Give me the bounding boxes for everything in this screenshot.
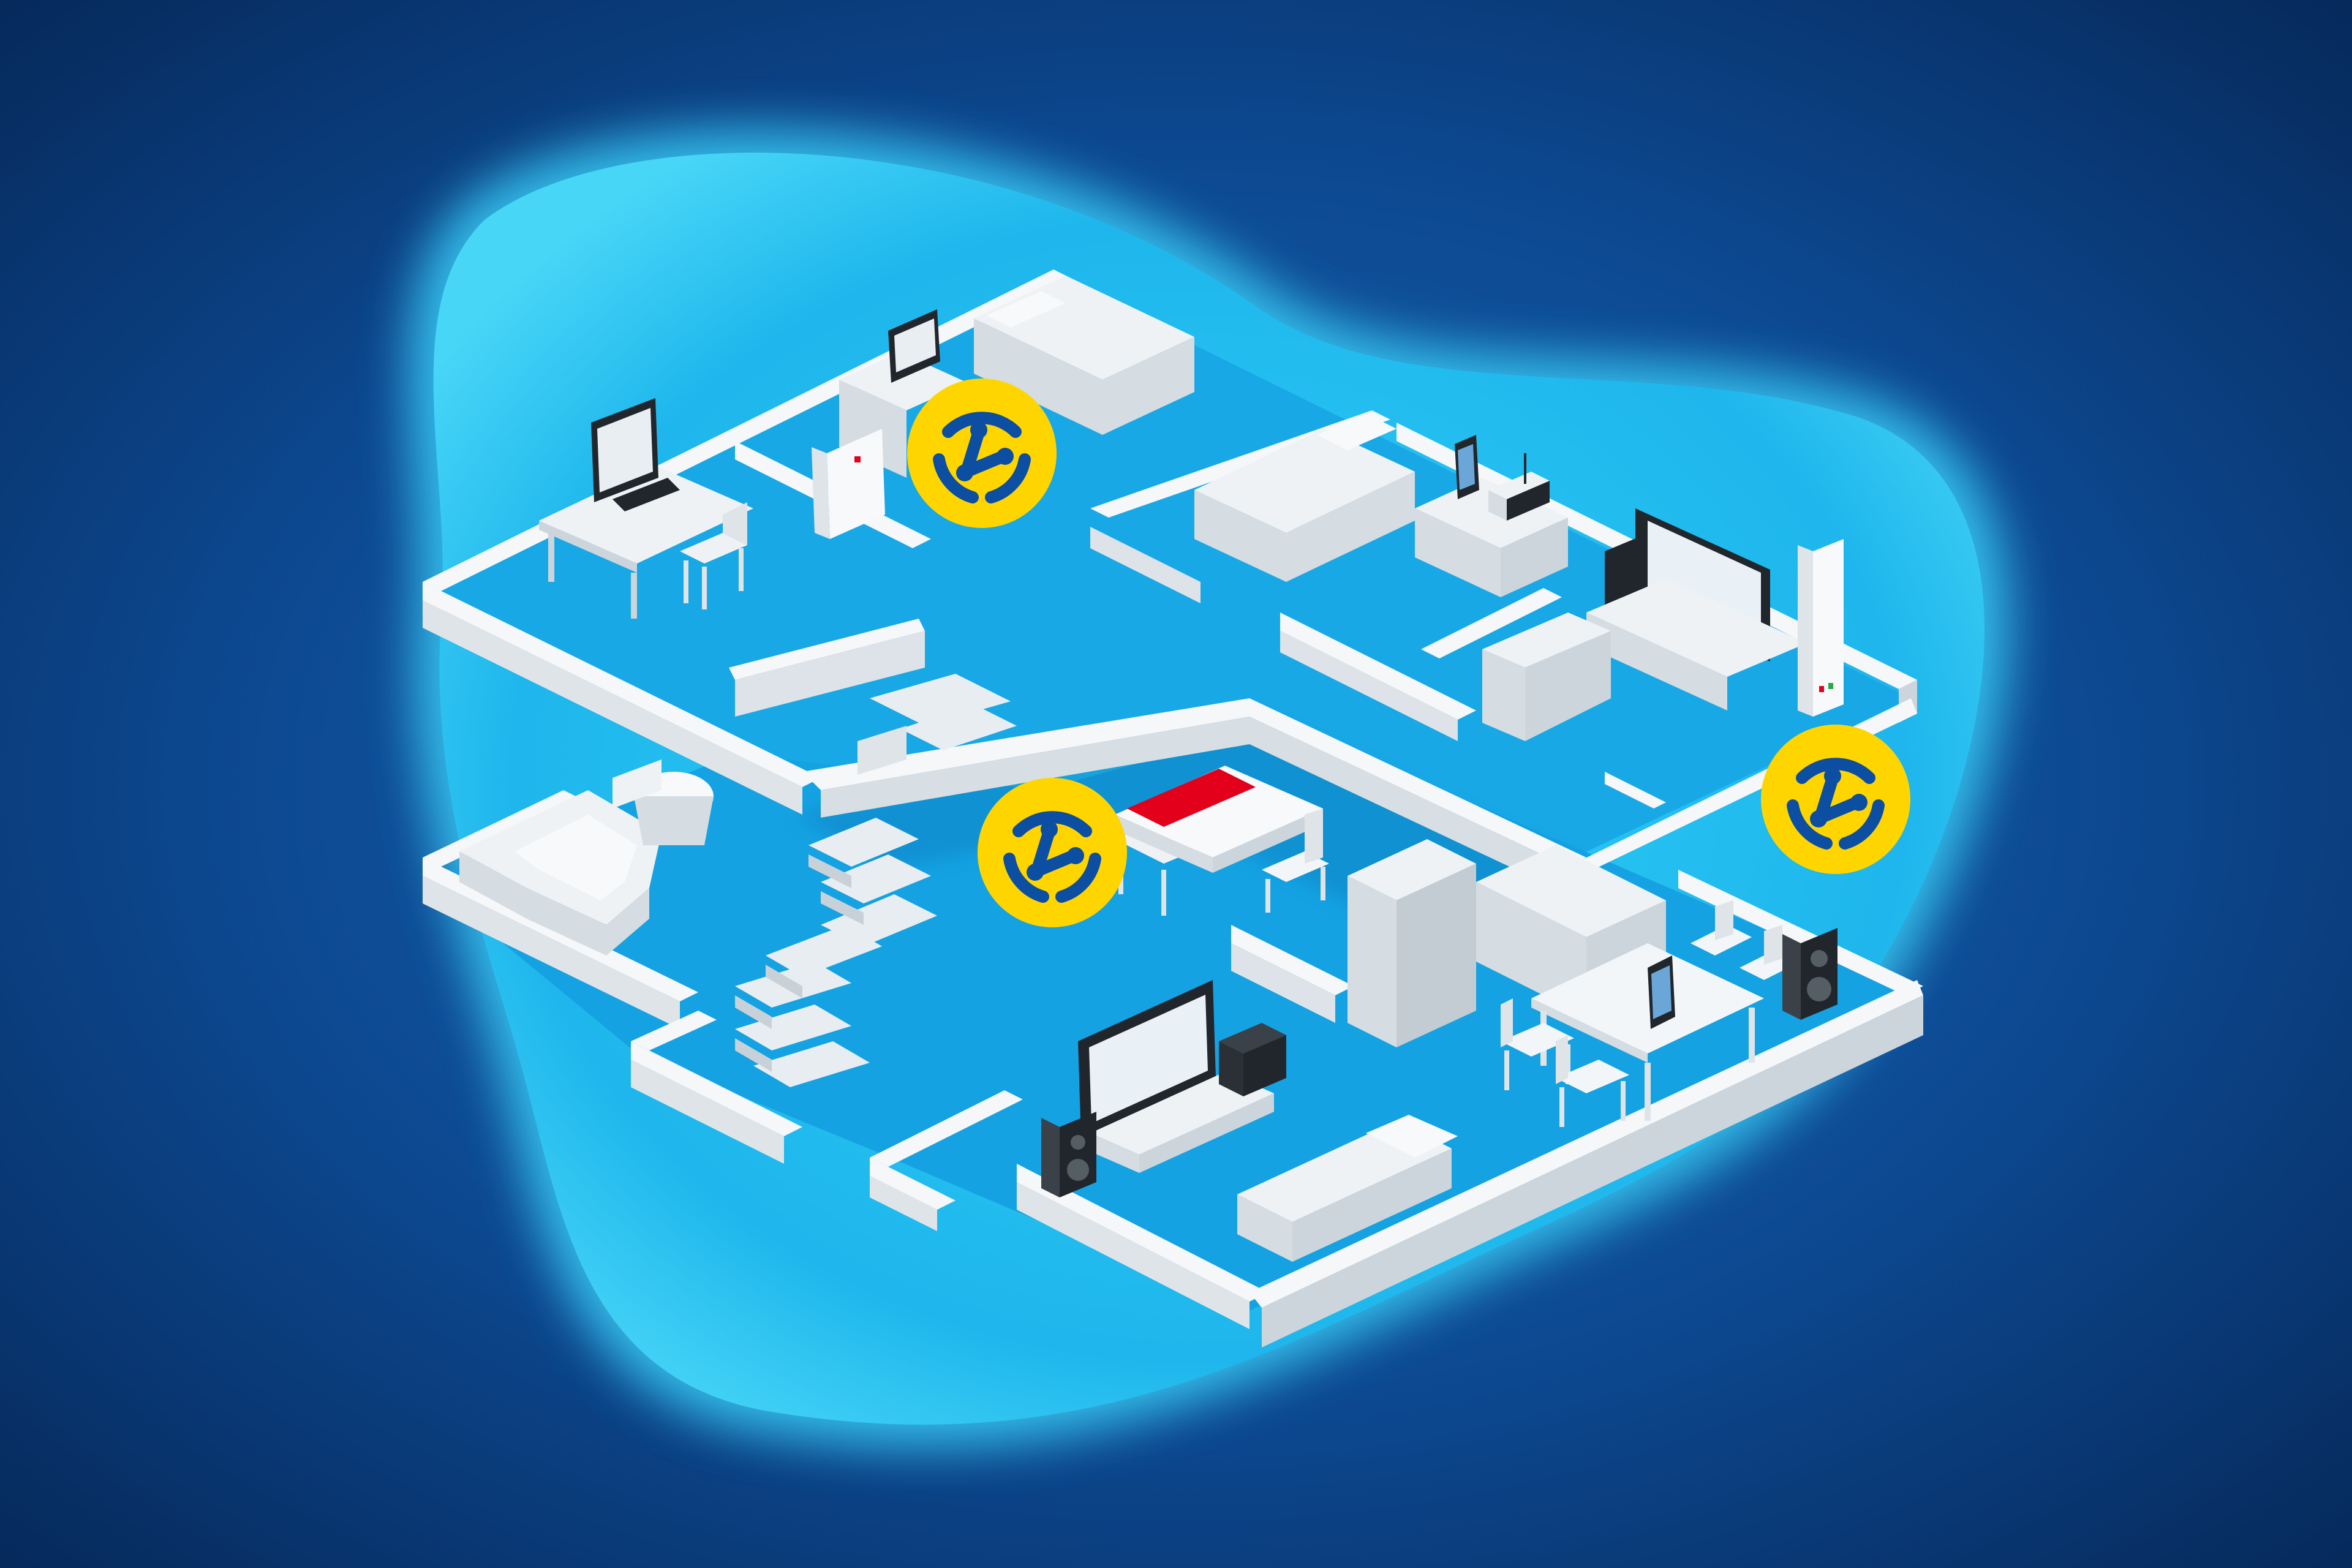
monitor-icon xyxy=(591,398,680,511)
dining-table xyxy=(1531,943,1764,1121)
speaker-icon xyxy=(1041,1112,1096,1197)
chair xyxy=(1262,809,1329,913)
stereo-icon xyxy=(1219,1023,1286,1096)
upper-furniture xyxy=(539,276,1844,741)
monitor-icon xyxy=(888,309,940,383)
mesh-badge-top xyxy=(907,379,1057,528)
sofa xyxy=(1237,1115,1458,1262)
repeater-device xyxy=(1798,539,1844,717)
mesh-network-icon xyxy=(1787,758,1885,850)
smartphone-icon xyxy=(1455,435,1479,499)
lower-furniture xyxy=(459,760,1838,1262)
chair xyxy=(1691,900,1752,956)
bed xyxy=(1194,413,1415,582)
tv-icon xyxy=(1078,980,1216,1139)
mesh-network-icon xyxy=(933,412,1031,503)
router-device xyxy=(812,429,885,539)
smartphone-icon xyxy=(1648,956,1675,1029)
bed xyxy=(974,276,1194,435)
wardrobe xyxy=(1348,839,1476,1047)
speaker-icon xyxy=(1782,928,1838,1020)
mesh-badge-middle xyxy=(978,778,1127,927)
chair xyxy=(1556,1035,1629,1127)
mesh-badge-right xyxy=(1761,725,1910,874)
staircase xyxy=(735,674,1017,1087)
toilet xyxy=(612,760,714,845)
radio-icon xyxy=(1488,453,1550,521)
bathtub xyxy=(459,790,662,956)
router-device xyxy=(1115,766,1323,873)
